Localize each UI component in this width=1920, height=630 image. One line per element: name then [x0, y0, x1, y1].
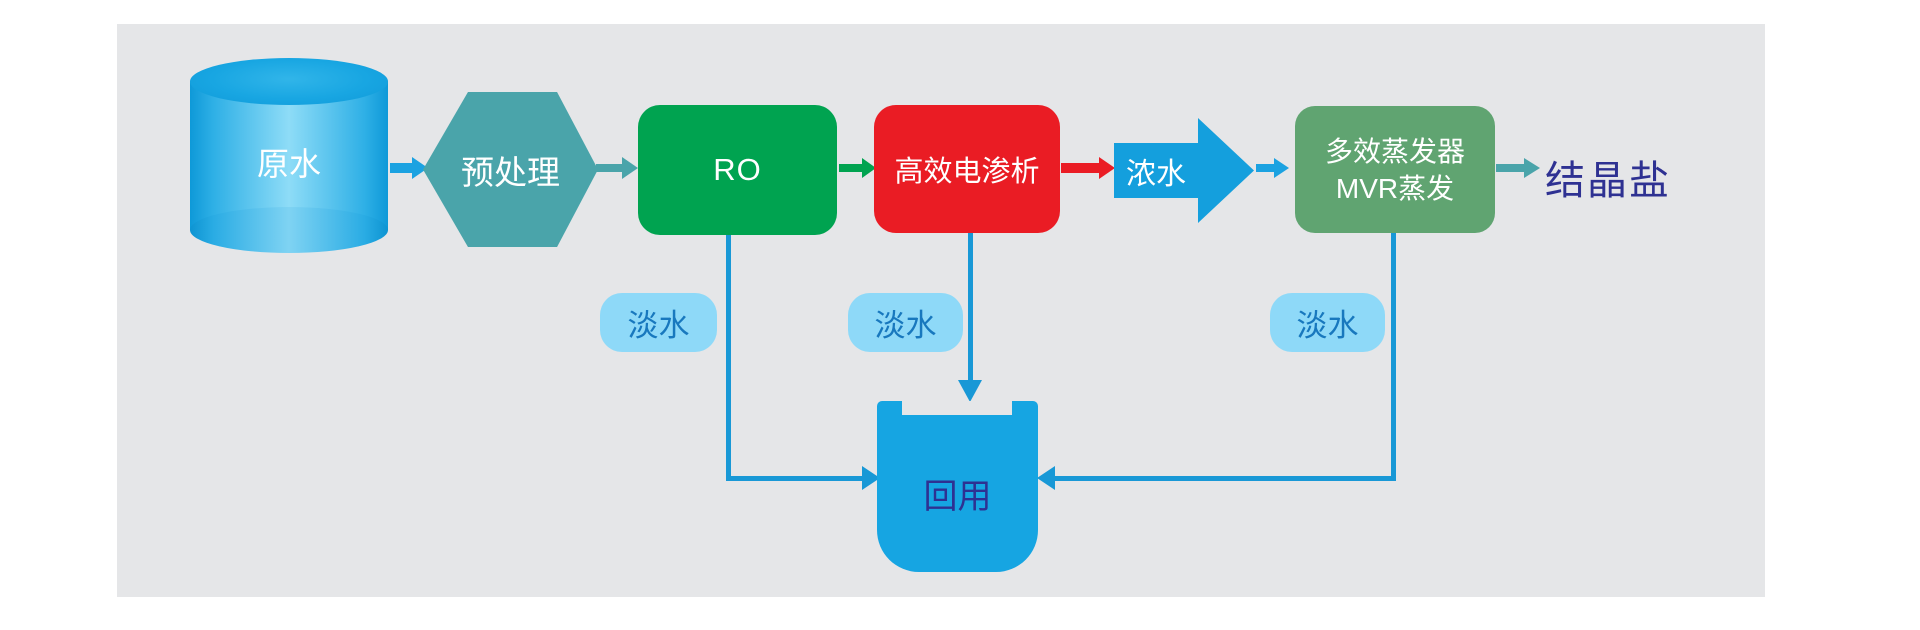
fresh-water-pill-2: 淡水 [848, 293, 963, 352]
flow-arrow-head-3 [862, 158, 876, 178]
node-raw-water-cylinder: 原水 [190, 58, 388, 253]
ro-label: RO [713, 152, 762, 187]
evaporator-label-line2: MVR蒸发 [1335, 172, 1455, 204]
node-evaporator-box: 多效蒸发器 MVR蒸发 [1295, 106, 1495, 233]
node-electrodialysis-box: 高效电渗析 [874, 105, 1060, 233]
connector-ed-arrowhead [958, 380, 982, 402]
concentrate-label: 浓水 [1126, 157, 1186, 191]
connector-mvr-horizontal [1055, 476, 1396, 481]
flow-arrow-line-5 [1256, 164, 1274, 172]
fresh-water-pill-3: 淡水 [1270, 293, 1385, 352]
pretreatment-label: 预处理 [461, 153, 560, 191]
flow-arrow-head-2 [622, 157, 638, 179]
reuse-tank-recess [902, 401, 1012, 415]
fresh-water-label-1: 淡水 [627, 308, 690, 343]
flow-arrow-line-6 [1496, 164, 1524, 172]
cylinder-body [190, 81, 388, 230]
node-ro-box: RO [638, 105, 837, 235]
electrodialysis-label: 高效电渗析 [894, 156, 1040, 188]
connector-ro-vertical [726, 235, 731, 478]
flow-arrow-head-1 [412, 157, 428, 179]
fresh-water-pill-1: 淡水 [600, 293, 717, 352]
connector-ed-vertical [968, 233, 973, 380]
flow-arrow-line-2 [596, 164, 622, 172]
reuse-label: 回用 [923, 478, 992, 516]
cylinder-top [190, 58, 388, 105]
connector-mvr-arrowhead [1037, 466, 1055, 490]
fresh-water-label-3: 淡水 [1296, 308, 1359, 343]
connector-ro-arrowhead [862, 466, 880, 490]
flow-arrow-line-4 [1061, 163, 1099, 173]
connector-mvr-vertical [1391, 233, 1396, 481]
flow-arrow-line-3 [839, 164, 862, 172]
node-reuse-tank [877, 401, 1038, 572]
cylinder-bottom [190, 207, 388, 253]
evaporator-label-line1: 多效蒸发器 [1324, 135, 1465, 167]
flow-arrow-line-1 [390, 163, 412, 173]
connector-ro-horizontal [726, 476, 862, 481]
flow-arrow-head-5 [1274, 158, 1289, 178]
crystal-salt-label: 结晶盐 [1545, 159, 1671, 203]
fresh-water-label-2: 淡水 [874, 308, 937, 343]
flow-arrow-head-4 [1099, 157, 1115, 179]
flow-arrow-head-6 [1524, 158, 1540, 178]
raw-water-label: 原水 [256, 146, 321, 182]
